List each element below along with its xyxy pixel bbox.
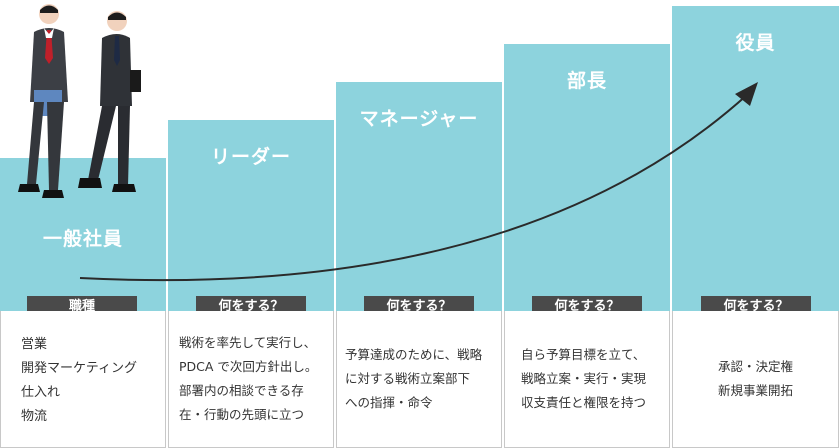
- desc-line: 物流: [21, 409, 48, 424]
- step-title: リーダー: [210, 146, 291, 168]
- step-title: マネージャー: [359, 108, 479, 130]
- desc-line: 開発マーケティング: [21, 361, 137, 376]
- desc-box-executive: 承認・決定権 新規事業開拓: [672, 311, 839, 448]
- step-department-head: 部長: [504, 44, 670, 311]
- step-title: 役員: [735, 32, 776, 54]
- desc-box-general-employee: 営業 開発マーケティング 仕入れ 物流: [0, 311, 166, 448]
- desc-line: 在・行動の先頭に立つ: [179, 407, 305, 422]
- businessman-back-icon: [78, 11, 141, 192]
- desc-line: への指揮・命令: [345, 395, 433, 410]
- desc-line: 部署内の相談できる存: [179, 383, 304, 398]
- step-title: 部長: [566, 70, 607, 92]
- desc-box-department-head: 自ら予算目標を立て、 戦略立案・実行・実現 収支責任と権限を持つ: [504, 311, 670, 448]
- desc-line: 仕入れ: [21, 385, 61, 400]
- desc-line: 承認・決定権: [717, 359, 793, 374]
- desc-box-leader: 戦術を率先して実行し、 PDCA で次回方針出し。 部署内の相談できる存 在・行…: [168, 311, 334, 448]
- businessman-front-icon: [18, 4, 68, 198]
- desc-line: 戦略立案・実行・実現: [521, 371, 647, 386]
- desc-line: 収支責任と権限を持つ: [521, 395, 647, 410]
- step-title: 一般社員: [42, 228, 123, 250]
- desc-line: 戦術を率先して実行し、: [179, 335, 317, 350]
- desc-line: 営業: [21, 337, 48, 352]
- desc-line: 予算達成のために、戦略: [345, 347, 483, 362]
- desc-line: 自ら予算目標を立て、: [521, 347, 646, 362]
- desc-line: PDCA で次回方針出し。: [179, 359, 318, 374]
- desc-box-manager: 予算達成のために、戦略 に対する戦術立案部下 への指揮・命令: [336, 311, 502, 448]
- step-manager: マネージャー: [336, 82, 502, 311]
- business-people-illustration: [18, 4, 141, 198]
- step-leader: リーダー: [168, 120, 334, 311]
- step-executive: 役員: [672, 6, 839, 311]
- desc-line: に対する戦術立案部下: [345, 371, 471, 386]
- desc-line: 新規事業開拓: [717, 383, 793, 398]
